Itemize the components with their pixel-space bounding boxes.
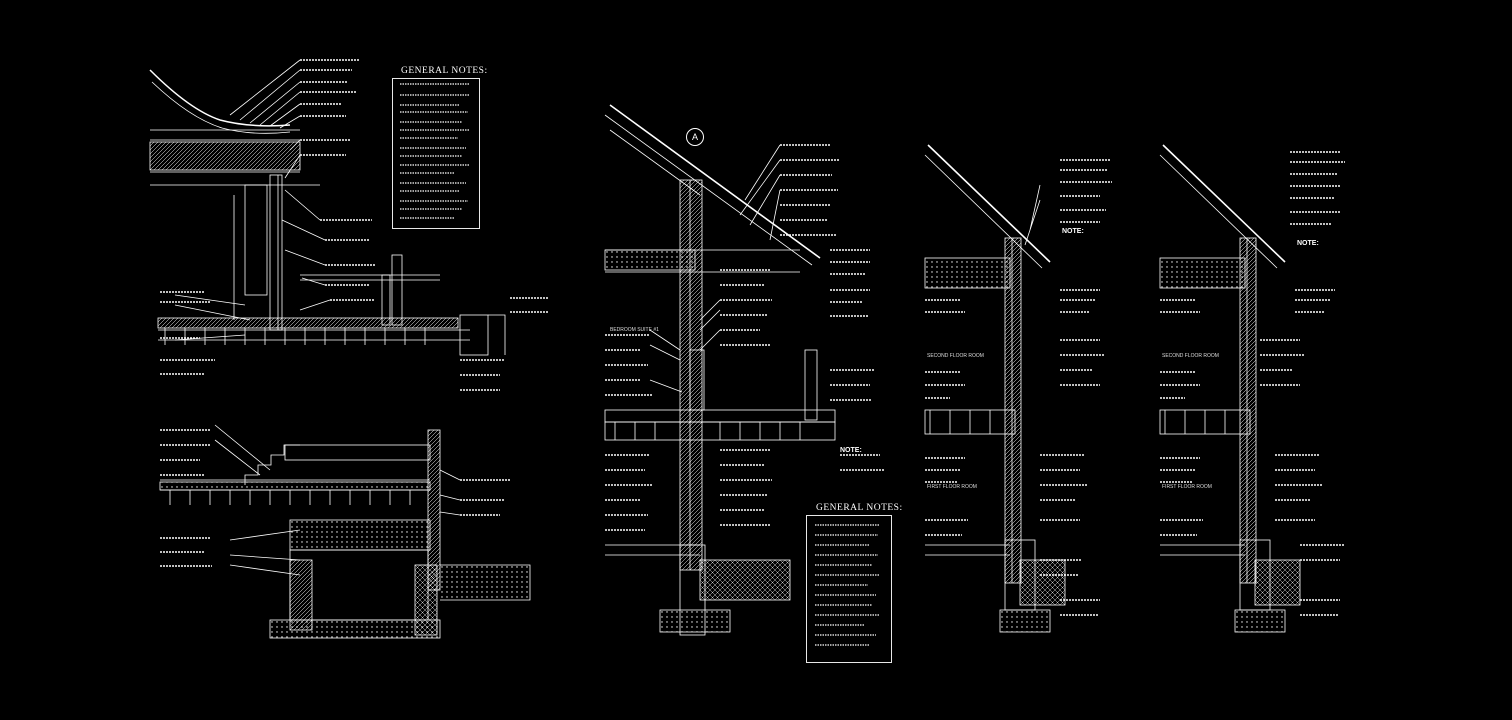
detail-wall-section-3-callouts bbox=[925, 159, 1112, 616]
note-label-section-a: NOTE: bbox=[840, 447, 862, 454]
detail-section-a-callouts bbox=[605, 144, 885, 531]
detail-wall-section-4-callouts bbox=[1160, 151, 1345, 616]
general-notes-title-2: GENERAL NOTES: bbox=[816, 503, 903, 513]
room-label-second-floor-4: SECOND FLOOR ROOM bbox=[1162, 353, 1219, 359]
detail-wall-section-3 bbox=[924, 144, 1066, 633]
room-label-bedroom: BEDROOM SUITE #1 bbox=[610, 327, 659, 333]
notes-text-lines-1 bbox=[400, 83, 470, 219]
room-label-first-floor-4: FIRST FLOOR ROOM bbox=[1162, 484, 1212, 490]
detail-porch-section bbox=[149, 59, 531, 639]
general-notes-title-1: GENERAL NOTES: bbox=[401, 66, 488, 76]
room-label-first-floor-3: FIRST FLOOR ROOM bbox=[927, 484, 977, 490]
detail-wall-section-4 bbox=[1159, 144, 1301, 633]
note-label-section-3: NOTE: bbox=[1062, 228, 1084, 235]
detail-section-a bbox=[604, 104, 836, 636]
detail-porch-callouts bbox=[160, 59, 548, 567]
room-label-second-floor-3: SECOND FLOOR ROOM bbox=[927, 353, 984, 359]
note-label-section-4: NOTE: bbox=[1297, 240, 1319, 247]
notes-text-lines-2 bbox=[815, 524, 880, 646]
general-notes-box-2 bbox=[806, 515, 892, 663]
section-marker-a: A bbox=[686, 128, 704, 146]
general-notes-box-1 bbox=[392, 78, 480, 229]
